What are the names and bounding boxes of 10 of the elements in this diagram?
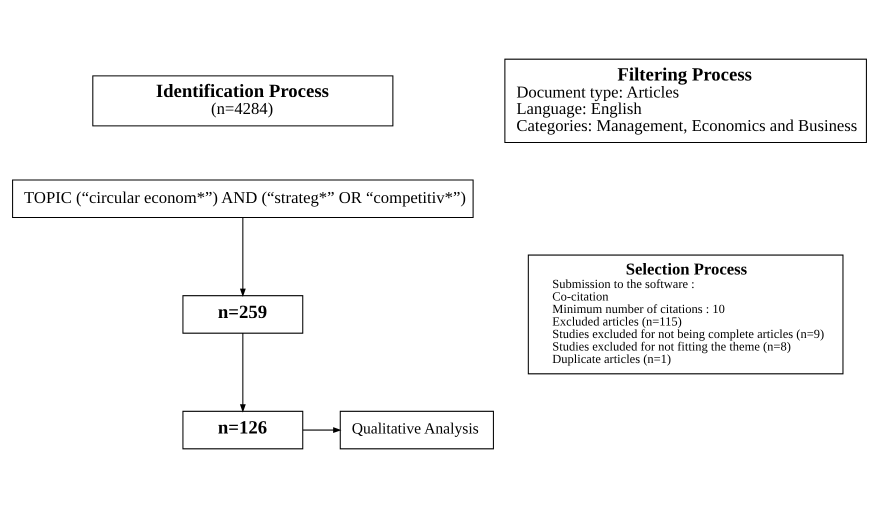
arrow	[303, 427, 342, 433]
arrow	[240, 333, 246, 413]
node-box: n=259	[182, 295, 304, 334]
arrow	[240, 218, 246, 297]
node-box: TOPIC (“circular econom*”) AND (“strateg*” OR “competitiv*”)	[12, 180, 474, 218]
node-box: Selection Process Submission to the software : Co-citation Minimum number of citations : 10 Excluded articles (n=115) Studies excluded for not being complete articles (n=9) Studies excluded for not fitting the theme (n=8) Duplicate articles (n=1)	[528, 254, 844, 374]
node-box: Qualitative Analysis	[340, 410, 494, 450]
node-box: Identification Process (n=4284)	[92, 75, 394, 126]
node-box: Filtering Process Document type: Articles Language: English Categories: Management, Economics and Business	[504, 58, 867, 144]
node-box: n=126	[182, 410, 304, 450]
